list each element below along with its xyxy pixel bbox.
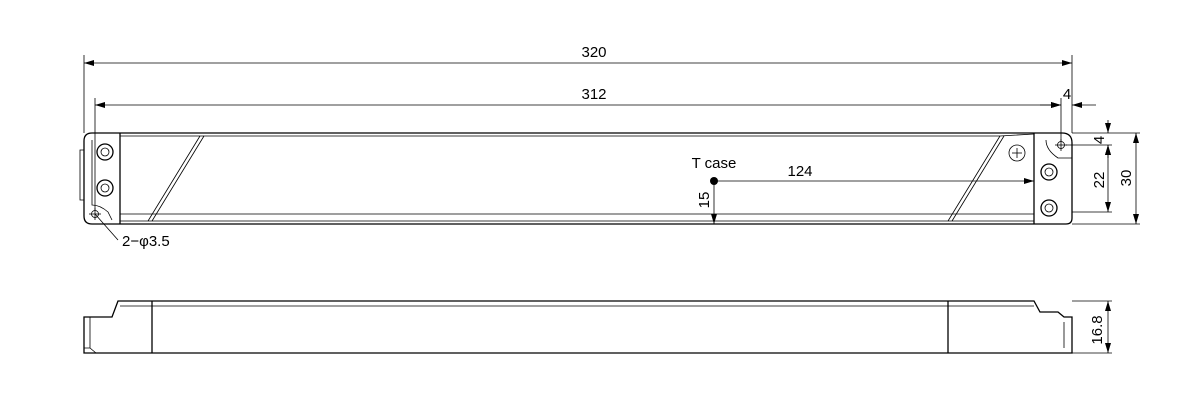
- left-cover-diagonal: [151, 135, 205, 222]
- dim-label-30: 30: [1118, 170, 1135, 187]
- right-cover-diagonal: [951, 135, 1005, 222]
- housing-inner-line: [120, 133, 1035, 222]
- dim-label-312: 312: [581, 86, 606, 103]
- left-endcap-step: [91, 140, 113, 221]
- dim-label-16-8: 16.8: [1089, 315, 1106, 344]
- dim-label-124: 124: [787, 163, 812, 180]
- top-view-outline: [83, 132, 1073, 225]
- right-terminal-2: [1040, 199, 1058, 217]
- dimensions: 320 312 4 4 22 30 T case 124 15: [83, 44, 1140, 250]
- left-endcap-notch: [79, 149, 84, 201]
- right-endcap-notch: [1045, 139, 1072, 159]
- dim-label-15: 15: [696, 192, 713, 209]
- ground-symbol: [1008, 144, 1026, 162]
- dim-label-4-h: 4: [1063, 86, 1071, 103]
- hole-leader: [94, 213, 119, 241]
- side-view: 16.8: [83, 300, 1112, 354]
- side-left-cap-detail: [84, 317, 97, 354]
- left-terminal-1: [96, 143, 114, 161]
- dim-label-22: 22: [1091, 172, 1108, 189]
- left-terminal-2: [96, 179, 114, 197]
- right-cover-diagonal-2: [947, 135, 1001, 222]
- hole-spec-label: 2−φ3.5: [122, 233, 170, 250]
- dim-label-4-v: 4: [1091, 136, 1108, 144]
- tcase-label: T case: [692, 155, 737, 172]
- left-cover-diagonal-2: [147, 135, 201, 222]
- side-view-outline: [83, 300, 1073, 354]
- right-terminal-1: [1040, 163, 1058, 181]
- top-view: [79, 132, 1073, 225]
- dim-label-320: 320: [581, 44, 606, 61]
